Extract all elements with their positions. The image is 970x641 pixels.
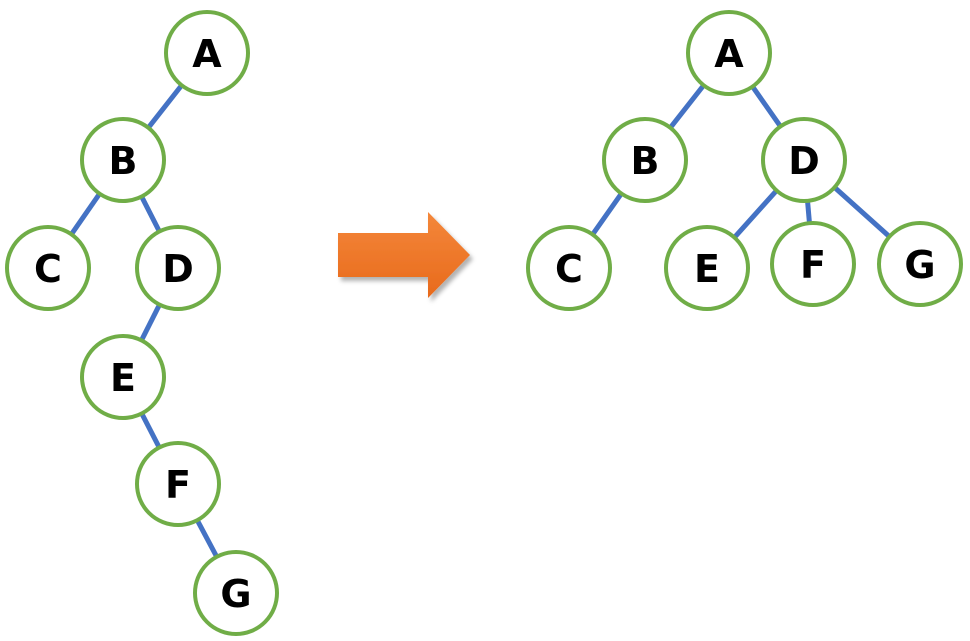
left-node-b <box>80 117 166 203</box>
right-node-label-f: F <box>800 243 826 287</box>
left-node-a <box>164 10 250 96</box>
right-node-label-g: G <box>904 243 935 287</box>
right-node-label-d: D <box>788 139 820 183</box>
right-node-f <box>770 221 856 307</box>
right-node-label-a: A <box>714 32 744 76</box>
right-node-g <box>877 221 963 307</box>
left-node-d <box>135 225 221 311</box>
left-node-g <box>193 550 279 636</box>
right-node-label-b: B <box>631 139 660 183</box>
left-node-e <box>80 334 166 420</box>
right-node-d <box>761 117 847 203</box>
left-tree: A B C D E F G <box>5 10 279 636</box>
left-node-label-a: A <box>192 32 222 76</box>
left-node-label-c: C <box>34 247 62 291</box>
left-node-label-e: E <box>110 356 136 400</box>
right-node-b <box>602 117 688 203</box>
right-node-label-c: C <box>555 247 583 291</box>
right-node-e <box>664 225 750 311</box>
right-tree: A B C D E F G <box>526 10 963 311</box>
left-node-label-g: G <box>220 572 251 616</box>
left-node-label-f: F <box>165 463 191 507</box>
right-node-c <box>526 225 612 311</box>
right-node-a <box>686 10 772 96</box>
left-node-c <box>5 225 91 311</box>
right-node-label-e: E <box>694 247 720 291</box>
left-node-label-b: B <box>109 139 138 183</box>
left-node-label-d: D <box>162 247 194 291</box>
left-node-f <box>135 441 221 527</box>
right-arrow-icon <box>338 212 470 298</box>
